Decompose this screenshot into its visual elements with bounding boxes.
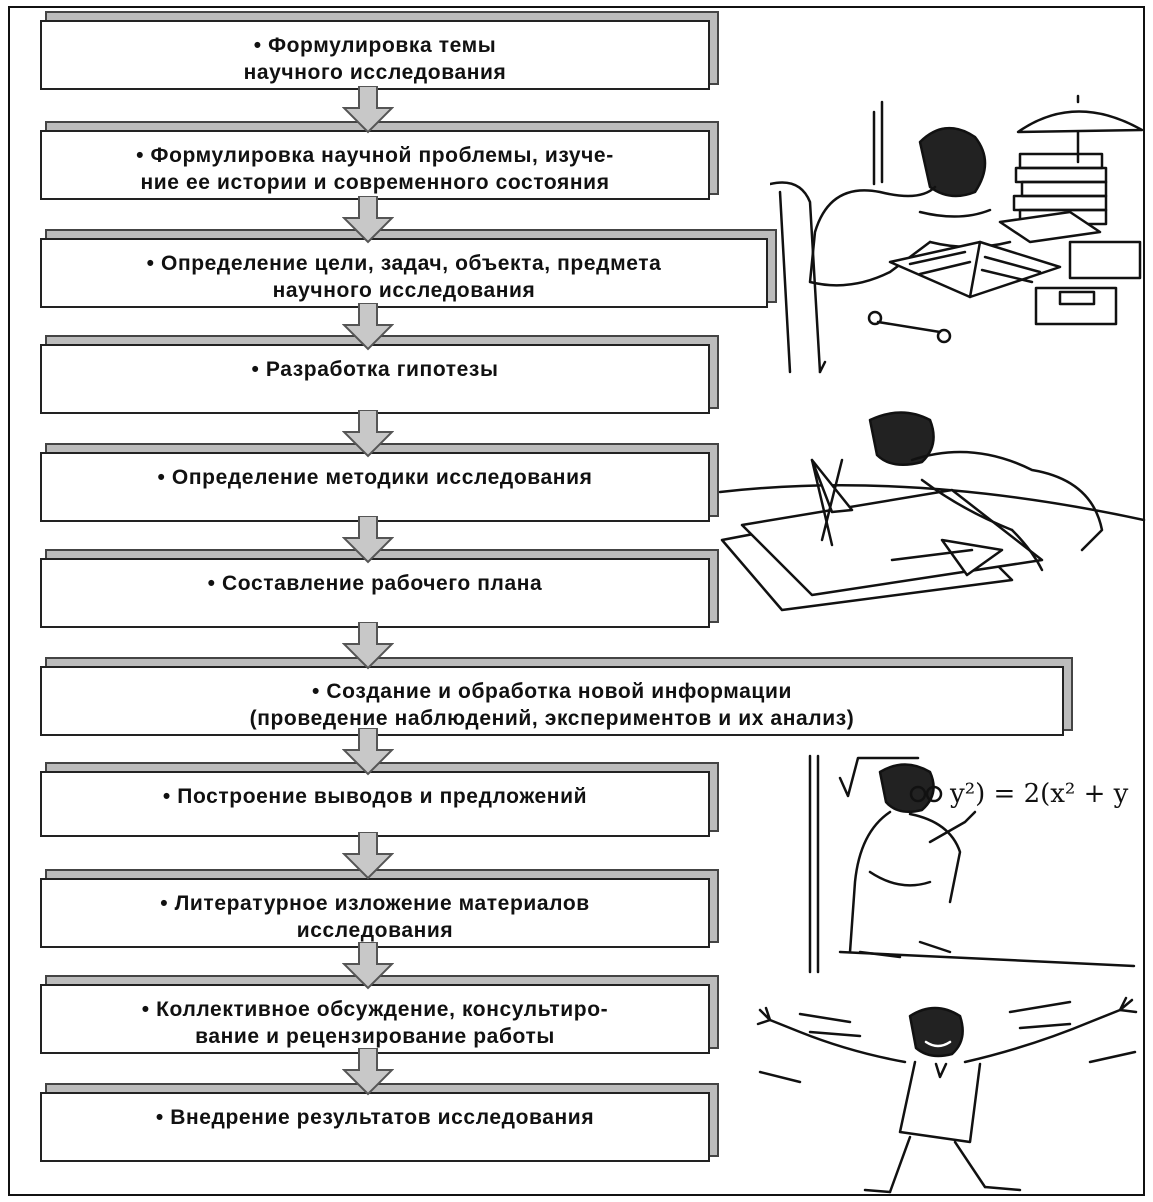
step-8-conclusions: • Построение выводов и предложений [40, 771, 710, 837]
step-2-label: • Формулировка научной проблемы, изуче- … [136, 144, 614, 194]
step-6-label: • Составление рабочего плана [207, 572, 543, 595]
step-3-goals: • Определение цели, задач, объекта, пред… [40, 238, 768, 308]
arrow-down-icon [342, 622, 394, 670]
step-4-hypothesis: • Разработка гипотезы [40, 344, 710, 414]
arrow-down-icon [342, 832, 394, 880]
arrow-down-icon [342, 196, 394, 244]
step-5-label: • Определение методики исследования [157, 466, 593, 489]
step-7-new-information: • Создание и обработка новой информации … [40, 666, 1064, 736]
step-10-discussion: • Коллективное обсуждение, консультиро- … [40, 984, 710, 1054]
step-4-label: • Разработка гипотезы [251, 358, 499, 381]
arrow-down-icon [342, 942, 394, 990]
step-9-literary-presentation: • Литературное изложение материалов иссл… [40, 878, 710, 948]
step-1-label: • Формулировка темы научного исследовани… [243, 34, 507, 84]
step-3-label: • Определение цели, задач, объекта, пред… [146, 252, 662, 302]
blackboard-formula: y²) = 2(x² + y [949, 779, 1129, 809]
step-5-methodology: • Определение методики исследования [40, 452, 710, 522]
step-7-label: • Создание и обработка новой информации … [249, 680, 855, 730]
step-11-label: • Внедрение результатов исследования [155, 1106, 595, 1129]
step-2-problem: • Формулировка научной проблемы, изуче- … [40, 130, 710, 200]
step-8-label: • Построение выводов и предложений [162, 785, 588, 808]
arrow-down-icon [342, 410, 394, 458]
step-11-implementation: • Внедрение результатов исследования [40, 1092, 710, 1162]
arrow-down-icon [342, 303, 394, 351]
scientist-reading-books-illustration [770, 94, 1144, 374]
arrow-down-icon [342, 86, 394, 134]
step-10-label: • Коллективное обсуждение, консультиро- … [141, 998, 609, 1048]
scientist-at-blackboard-illustration: y²) = 2(x² + y [808, 754, 1136, 974]
step-6-work-plan: • Составление рабочего плана [40, 558, 710, 628]
arrow-down-icon [342, 1048, 394, 1096]
step-1-topic: • Формулировка темы научного исследовани… [40, 20, 710, 90]
arrow-down-icon [342, 728, 394, 776]
arrow-down-icon [342, 516, 394, 564]
scientist-drafting-illustration [718, 411, 1146, 612]
step-9-label: • Литературное изложение материалов иссл… [160, 892, 590, 942]
scientist-celebrating-illustration [756, 996, 1138, 1194]
